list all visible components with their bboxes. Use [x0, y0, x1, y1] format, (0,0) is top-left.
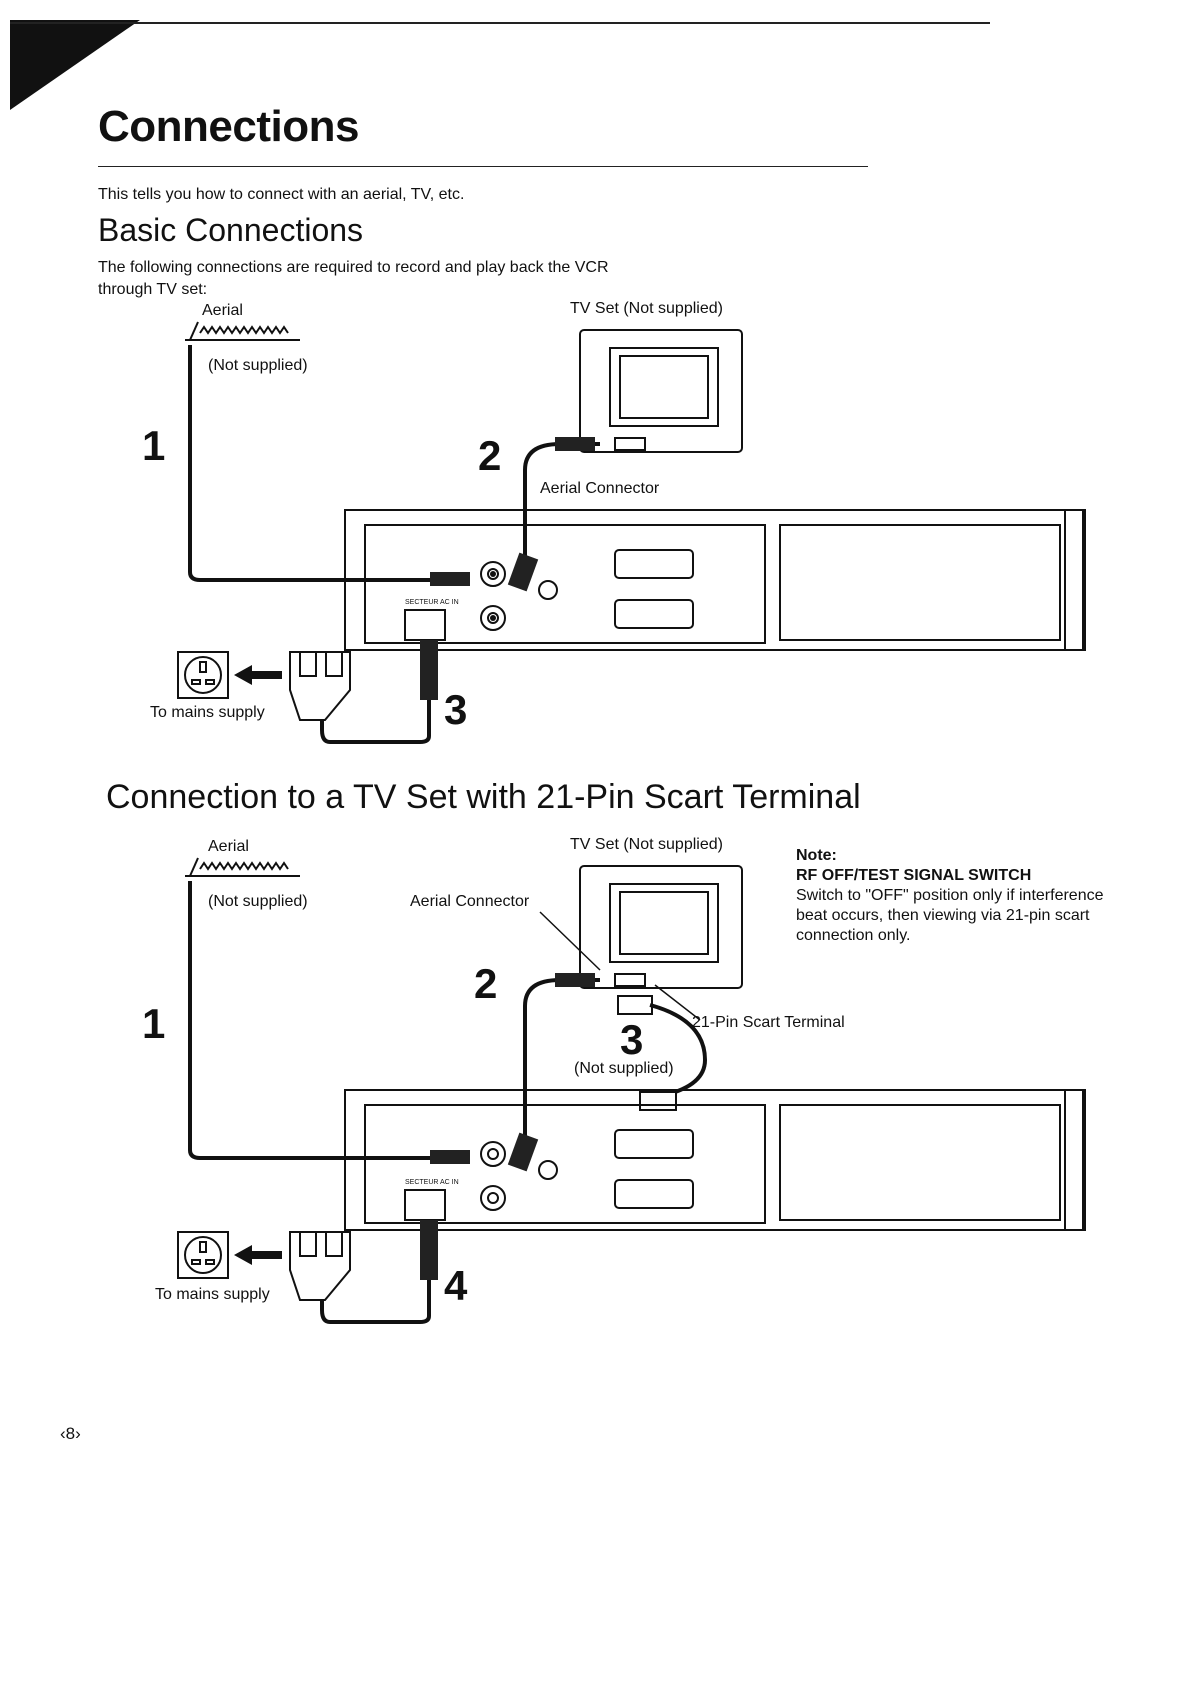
aerial-not-supplied-2: (Not supplied): [208, 893, 308, 910]
vcr-rear-2: [344, 1089, 1086, 1231]
intro-text: This tells you how to connect with an ae…: [98, 186, 465, 203]
top-rule: [10, 22, 990, 24]
step-4-number-scart: 4: [444, 1262, 468, 1309]
scart-connection-heading: Connection to a TV Set with 21-Pin Scart…: [106, 778, 861, 816]
tv-set-1: [579, 329, 743, 453]
note-body: Switch to "OFF" position only if interfe…: [796, 887, 1104, 944]
step-3-number-scart: 3: [620, 1016, 644, 1063]
title-rule: [98, 166, 868, 167]
tv-set-label-2: TV Set (Not supplied): [570, 836, 723, 853]
note-box: Note: RF OFF/TEST SIGNAL SWITCH Switch t…: [796, 846, 1136, 946]
aerial-not-supplied-1: (Not supplied): [208, 357, 308, 374]
aerial-icon: [185, 857, 300, 877]
page-title: Connections: [98, 102, 359, 151]
socket-icon-1: [177, 651, 229, 699]
scart-not-supplied-label: (Not supplied): [574, 1060, 674, 1077]
note-subtitle: RF OFF/TEST SIGNAL SWITCH: [796, 867, 1032, 884]
basic-connections-paragraph: The following connections are required t…: [98, 259, 609, 298]
mains-label-2: To mains supply: [155, 1286, 270, 1303]
aerial-connector-label-1: Aerial Connector: [540, 480, 660, 497]
step-3-number: 3: [444, 686, 468, 733]
plug-icon-2: [289, 1231, 351, 1301]
aerial-label-1: Aerial: [202, 302, 243, 319]
tv-set-label-1: TV Set (Not supplied): [570, 300, 723, 317]
scart-terminal-label: 21-Pin Scart Terminal: [692, 1014, 845, 1031]
step-2-number: 2: [478, 432, 502, 479]
step-1-number-scart: 1: [142, 1000, 166, 1047]
mains-label-1: To mains supply: [150, 704, 265, 721]
aerial-icon: [185, 321, 300, 341]
vcr-rear-1: [344, 509, 1086, 651]
corner-triangle-decoration: [10, 20, 140, 110]
aerial-connector-label-2: Aerial Connector: [410, 893, 530, 910]
svg-text:SECTEUR AC IN: SECTEUR AC IN: [405, 599, 459, 606]
basic-connections-heading: Basic Connections: [98, 212, 364, 248]
note-title: Note:: [796, 847, 837, 864]
svg-text:SECTEUR AC IN: SECTEUR AC IN: [405, 1179, 459, 1186]
tv-set-2: [579, 865, 743, 989]
socket-icon-2: [177, 1231, 229, 1279]
plug-icon-1: [289, 651, 351, 721]
page-number: ‹8›: [60, 1424, 81, 1443]
step-1-number: 1: [142, 422, 166, 469]
step-2-number-scart: 2: [474, 960, 498, 1007]
aerial-label-2: Aerial: [208, 838, 249, 855]
